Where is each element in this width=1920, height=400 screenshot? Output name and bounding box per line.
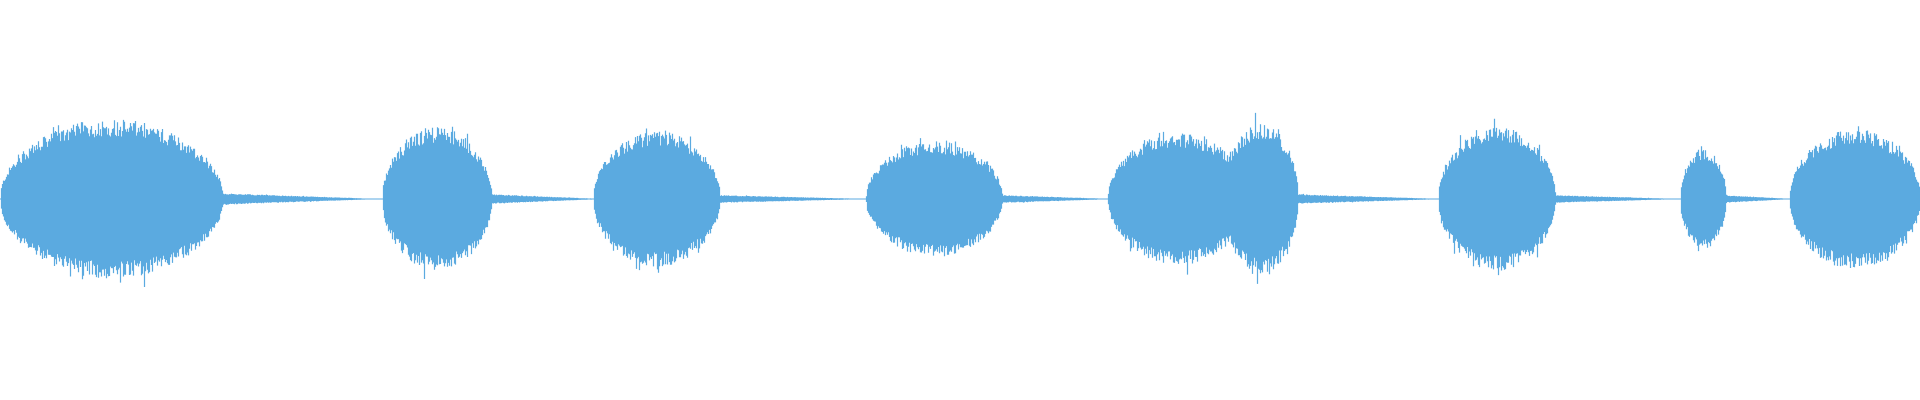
waveform-trace — [0, 112, 1920, 287]
waveform-samples — [0, 112, 1920, 287]
